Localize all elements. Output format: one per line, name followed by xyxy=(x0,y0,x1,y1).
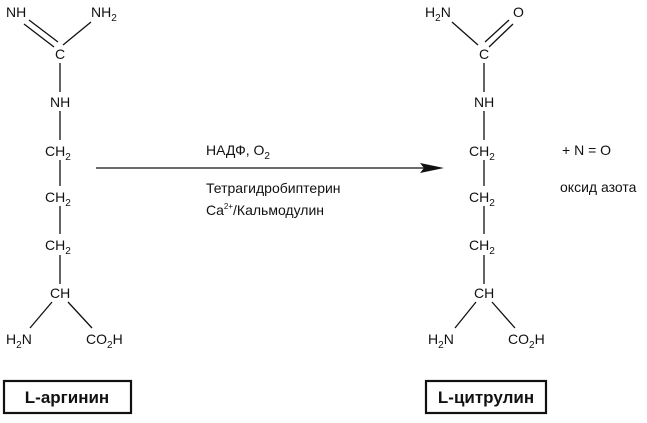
arginine-amine: H2N xyxy=(6,331,32,351)
citrulline-carboxyl: CO2H xyxy=(508,331,545,351)
citrulline-bond-ch-n xyxy=(454,301,477,329)
nitric-oxide-product: + N = O оксид азота xyxy=(560,142,637,195)
arginine-ch2-2: CH2 xyxy=(45,189,71,209)
arginine-ch2-3: CH2 xyxy=(45,237,71,257)
citrulline-name-box: L-цитрулин xyxy=(424,379,548,415)
citrulline-bond-ch-co2h xyxy=(491,301,516,329)
citrulline-bond-c-nh2 xyxy=(451,21,479,46)
arginine-name-frame xyxy=(2,379,133,415)
citrulline-nh: NH xyxy=(474,94,494,110)
arginine-amidine-nh: NH xyxy=(6,4,26,20)
citrulline-name: L-цитрулин xyxy=(438,388,534,407)
citrulline-bonds xyxy=(451,19,516,329)
reaction-arrowhead xyxy=(420,163,444,173)
citrulline-double-bond-b xyxy=(488,23,514,48)
citrulline-ch2-3: CH2 xyxy=(469,237,495,257)
product-name: оксид азота xyxy=(560,179,637,195)
arginine-bonds xyxy=(23,19,93,329)
citrulline-carbon: C xyxy=(479,46,489,62)
citrulline-structure: H2N O C NH CH2 CH2 CH2 CH H2N CO2H L-цит… xyxy=(424,4,548,415)
reaction-cofactor-3: Ca2+/Кальмодулин xyxy=(206,202,324,218)
arginine-carboxyl: CO2H xyxy=(86,331,123,351)
citrulline-ch: CH xyxy=(474,285,494,301)
arginine-double-bond-a xyxy=(23,23,55,48)
arginine-double-bond-b xyxy=(28,19,59,43)
arginine-bond-c-nh2 xyxy=(62,21,92,46)
reaction-cofactor-1: НАДФ, О2 xyxy=(206,142,270,162)
citrulline-oxygen: O xyxy=(513,4,524,20)
arginine-name-box: L-аргинин xyxy=(2,379,133,415)
arginine-name: L-аргинин xyxy=(25,388,109,407)
citrulline-double-bond-a xyxy=(484,19,510,43)
reaction-arrow-group: НАДФ, О2 Тетрагидробиптерин Ca2+/Кальмод… xyxy=(96,142,444,218)
arginine-nh: NH xyxy=(50,94,70,110)
citrulline-ch2-1: CH2 xyxy=(469,143,495,163)
arginine-ch2-1: CH2 xyxy=(45,143,71,163)
reaction-cofactor-2: Тетрагидробиптерин xyxy=(206,180,341,196)
arginine-bond-ch-co2h xyxy=(67,301,93,329)
arginine-bond-ch-n xyxy=(29,301,53,329)
citrulline-ch2-2: CH2 xyxy=(469,189,495,209)
citrulline-amine: H2N xyxy=(428,331,454,351)
arginine-structure: NH NH2 C NH CH2 CH2 CH2 CH H2N CO2H L-ар… xyxy=(2,4,133,415)
arginine-ch: CH xyxy=(50,285,70,301)
arginine-carbon: C xyxy=(55,46,65,62)
arginine-amidine-nh2: NH2 xyxy=(91,4,117,24)
citrulline-name-frame xyxy=(424,379,548,415)
product-formula: + N = O xyxy=(562,142,611,158)
citrulline-carbonyl-nh2: H2N xyxy=(425,4,451,24)
